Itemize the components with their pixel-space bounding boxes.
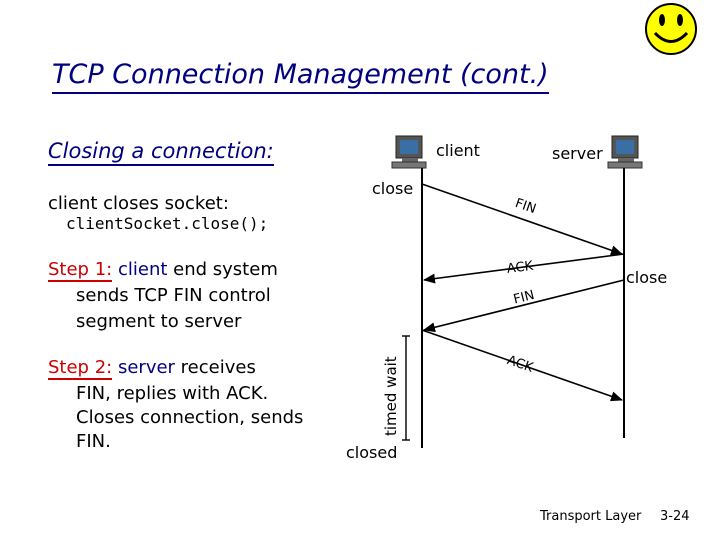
server-label: server — [552, 144, 603, 163]
ack-label-1: ACK — [506, 258, 534, 277]
step2-line4: FIN. — [76, 431, 111, 452]
client-label: client — [436, 141, 480, 160]
step2-line3: Closes connection, sends — [76, 407, 304, 428]
fin-arrow-1 — [421, 183, 623, 256]
step1-line1: Step 1: client end system — [48, 258, 278, 282]
fin-arrow-2 — [423, 279, 625, 333]
step2-line2: FIN, replies with ACK. — [76, 383, 269, 404]
timed-wait-label: timed wait — [382, 356, 400, 436]
page-title: TCP Connection Management (cont.) — [52, 58, 549, 94]
smiley-icon — [645, 3, 697, 55]
ack-arrow-2 — [421, 329, 623, 402]
step1-actor: client — [117, 259, 168, 280]
client-close-label: close — [372, 179, 414, 198]
server-close-label: close — [626, 268, 668, 287]
step1-line3: segment to server — [76, 311, 242, 332]
step2-line1: Step 2: server receives — [48, 356, 256, 380]
step2-rest: receives — [174, 357, 256, 378]
footer-page: 3-24 — [660, 509, 690, 524]
footer-course: Transport Layer — [540, 509, 642, 524]
server-computer-icon — [607, 135, 643, 169]
step2-actor: server — [117, 357, 175, 378]
step1-rest: end system — [167, 259, 278, 280]
step1-line2: sends TCP FIN control — [76, 285, 271, 306]
step2-label: Step 2: — [48, 357, 113, 380]
ack-arrow-1 — [423, 253, 625, 284]
client-computer-icon — [391, 135, 427, 169]
section-heading: Closing a connection: — [48, 138, 274, 166]
intro-code: clientSocket.close(); — [66, 214, 269, 233]
intro-text: client closes socket: — [48, 193, 229, 214]
closed-label: closed — [346, 443, 398, 462]
step1-label: Step 1: — [48, 259, 113, 282]
